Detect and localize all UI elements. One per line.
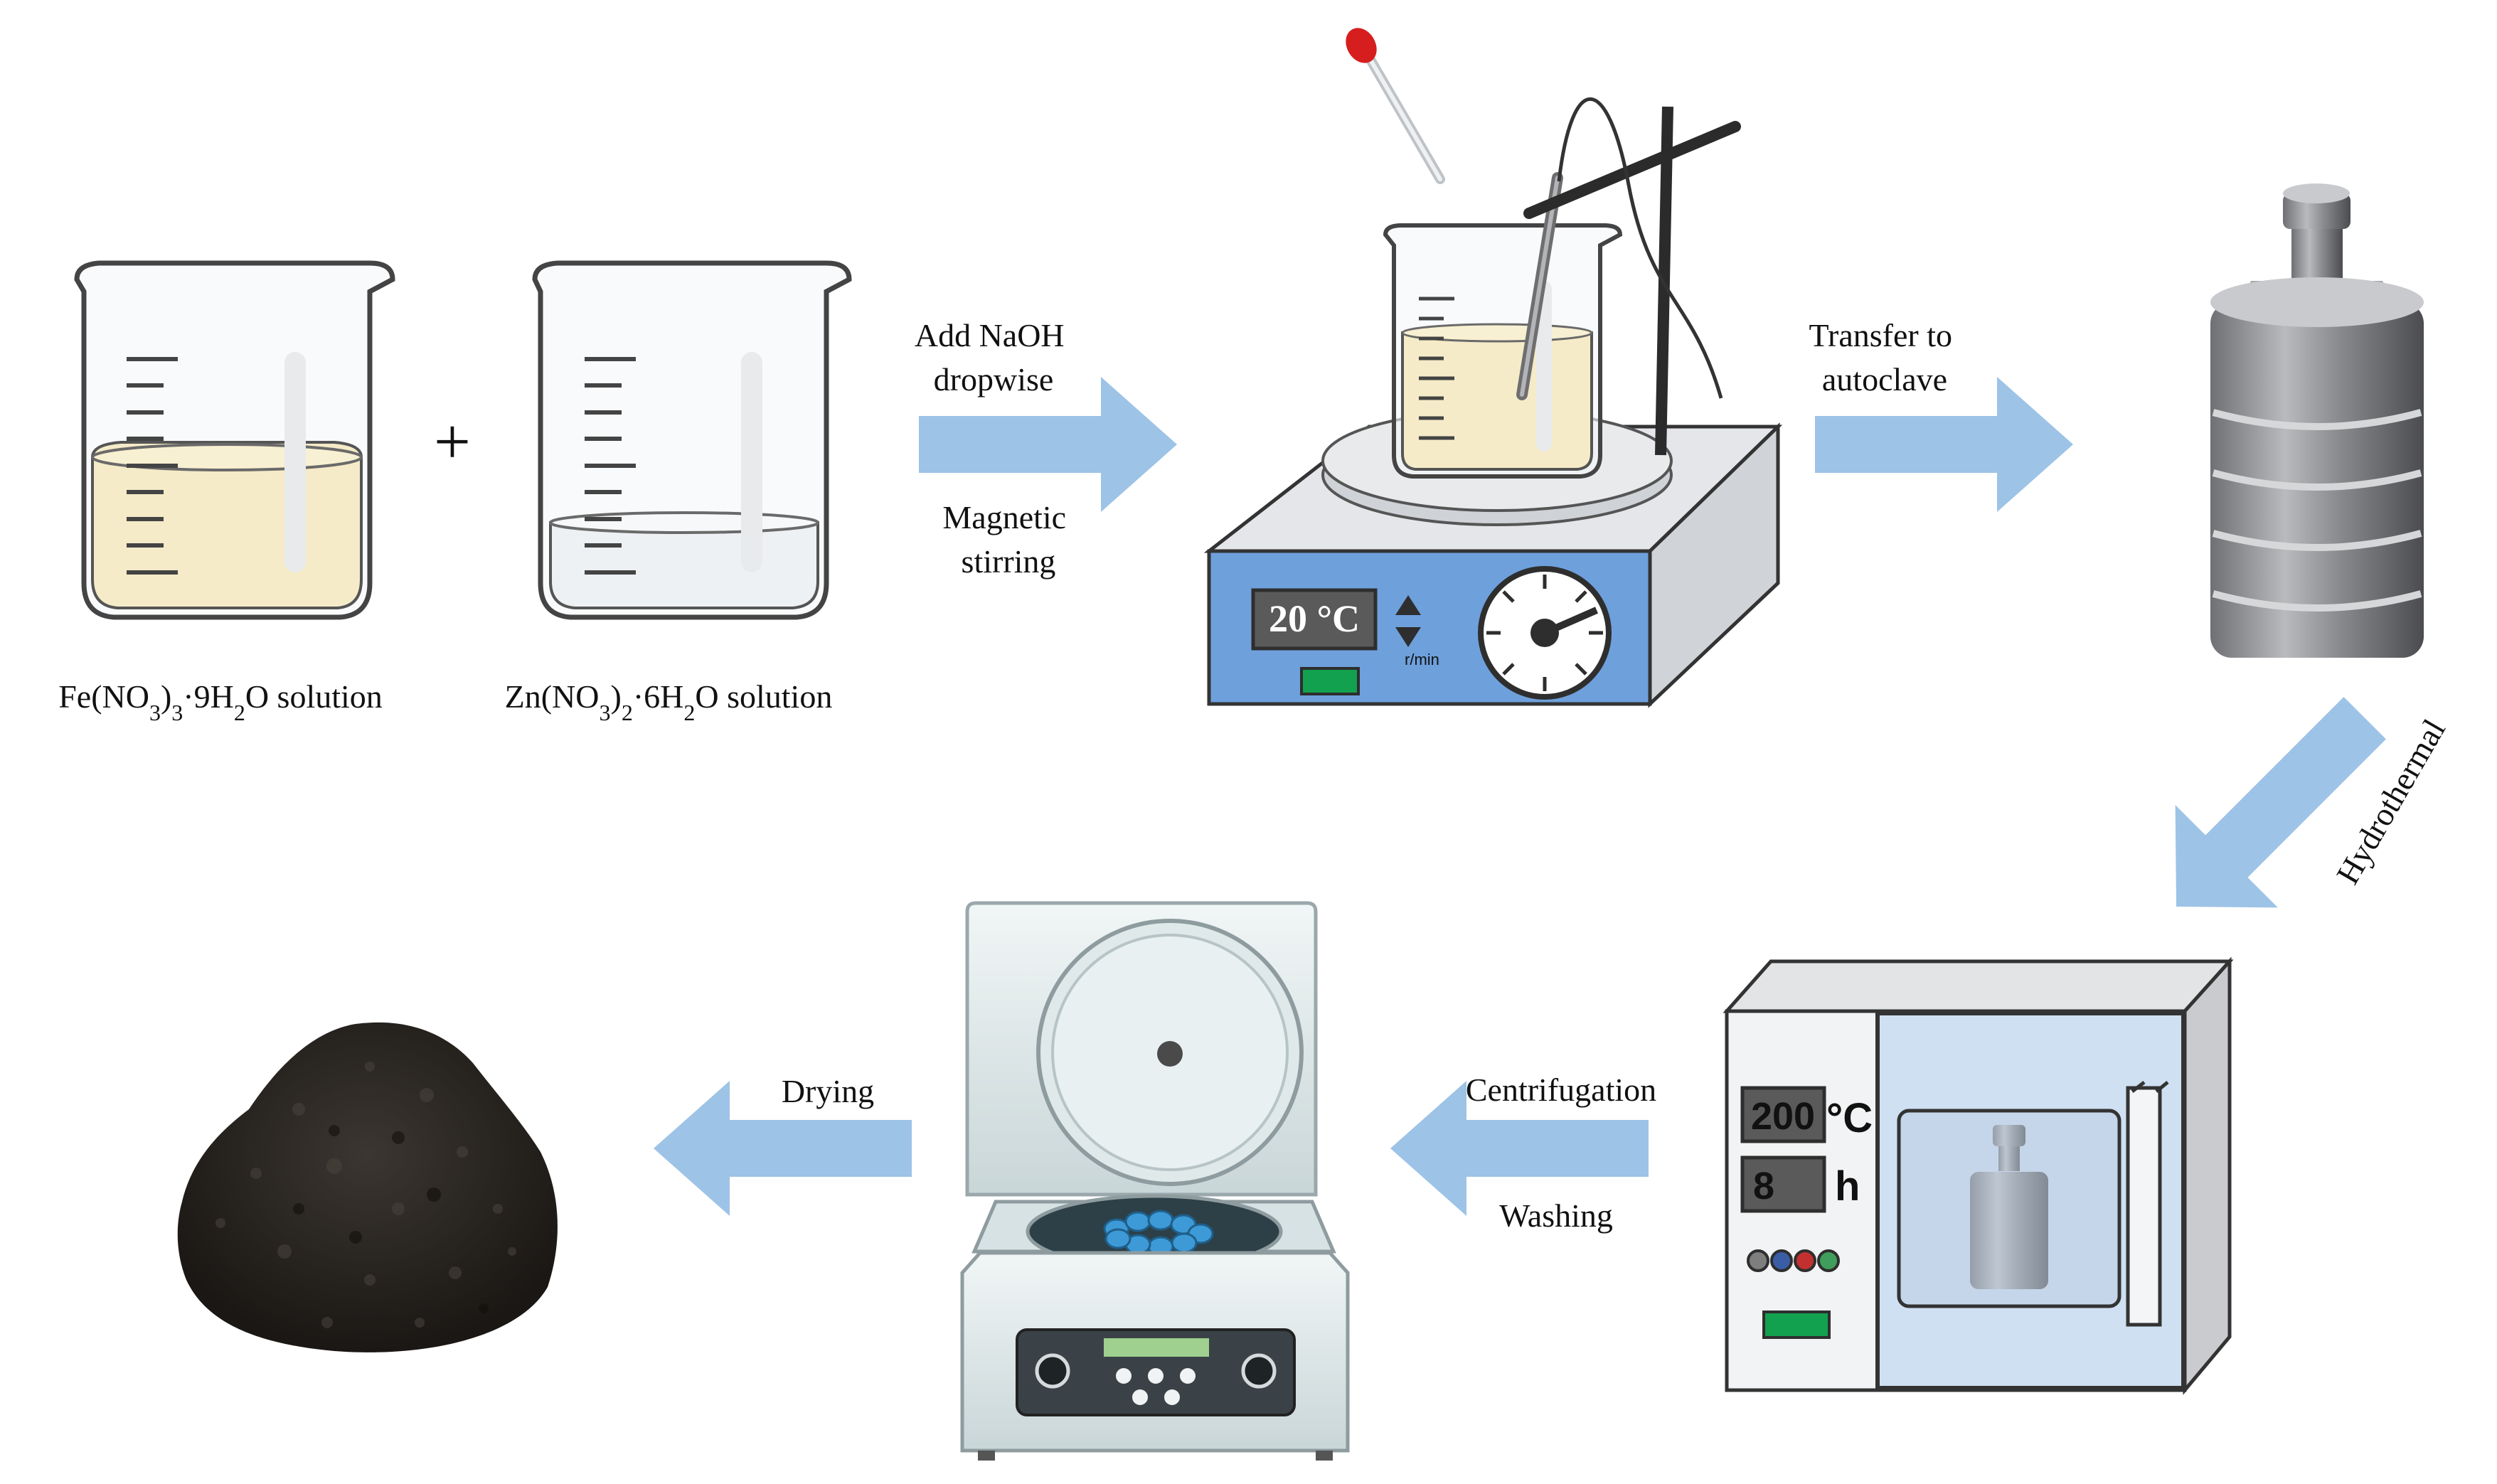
arrow-add-naoh [919, 377, 1177, 512]
magnetic-stirrer: 20 °C r/min [1203, 28, 1783, 708]
arrow-drying [654, 1081, 912, 1216]
graduation-marks [585, 357, 636, 575]
transfer-label: Transfer to autoclave [1809, 317, 1961, 397]
centrifuge-knob-left [1035, 1353, 1070, 1389]
beaker-fe-nitrate [74, 260, 395, 620]
centrifuge [960, 901, 1350, 1461]
autoclave-icon [2210, 183, 2424, 658]
stirrer-display-text: 20 °C [1269, 597, 1360, 640]
centrifuge-lcd [1104, 1338, 1209, 1357]
arrow-down-icon [1395, 627, 1421, 647]
fe-solution-label: Fe(NO3)3·9H2O solution [58, 678, 383, 725]
solution-liquid [549, 521, 819, 609]
oven-time-display [1740, 1155, 1826, 1213]
drying-oven: 200 °C 8 h [1723, 956, 2234, 1395]
graduation-marks [127, 357, 178, 575]
oven-time-value: 8 [1753, 1165, 1774, 1207]
oven-temperature-unit: °C [1826, 1095, 1873, 1141]
temperature-display [1251, 588, 1378, 651]
centrifugation-label: Centrifugation [1466, 1072, 1656, 1108]
rpm-unit-label: r/min [1405, 651, 1439, 668]
washing-label: Washing [1499, 1197, 1613, 1234]
dropper-icon [1346, 28, 1445, 184]
arrow-up-icon [1395, 595, 1421, 615]
oven-temperature-value: 200 [1751, 1095, 1815, 1138]
zn-solution-label: Zn(NO3)2·6H2O solution [505, 678, 833, 725]
centrifuge-buttons [1116, 1368, 1196, 1405]
power-indicator [1300, 667, 1360, 695]
beaker-zn-nitrate [532, 260, 852, 620]
oven-door-handle [2126, 1086, 2162, 1327]
arrow-hydrothermal [2175, 697, 2386, 908]
autoclave-inside-icon [1970, 1125, 2048, 1289]
oven-control-knobs [1747, 1249, 1840, 1272]
magnetic-stirring-label: Magnetic stirring [942, 499, 1074, 580]
speed-dial-icon [1478, 566, 1612, 700]
oven-time-unit: h [1835, 1163, 1860, 1210]
black-powder-product [177, 1022, 558, 1352]
plus-sign: + [434, 405, 471, 478]
oven-power-indicator [1762, 1310, 1831, 1339]
drying-label: Drying [782, 1073, 874, 1109]
oven-temperature-display [1740, 1086, 1826, 1143]
add-naoh-label: Add NaOH dropwise [915, 317, 1072, 397]
arrow-transfer [1815, 377, 2073, 512]
arrow-centrifugation [1390, 1081, 1649, 1216]
centrifuge-knob-right [1241, 1353, 1277, 1389]
